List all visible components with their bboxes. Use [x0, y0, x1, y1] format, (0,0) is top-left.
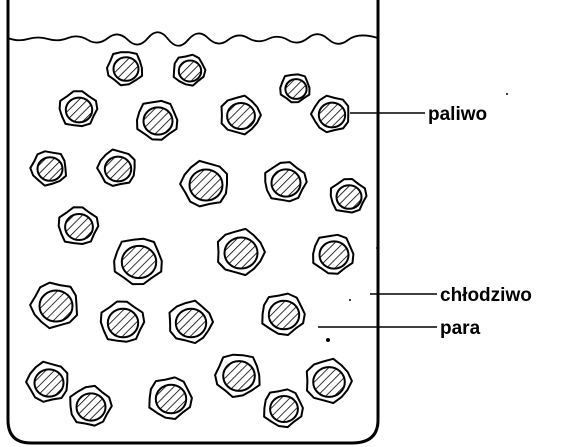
- pellet-core: [65, 214, 93, 240]
- fuel-pellet: [313, 235, 353, 274]
- steam-label: para: [440, 318, 481, 339]
- pellet-core: [114, 57, 139, 81]
- pellet-core: [179, 61, 201, 82]
- fuel-pellet: [59, 207, 99, 244]
- fuel-pellet: [311, 96, 348, 133]
- pellet-core: [337, 185, 362, 209]
- pellet-core: [223, 361, 255, 391]
- coolant-label: chłodziwo: [440, 285, 532, 306]
- coolant-dot: [376, 247, 378, 249]
- pellet-core: [176, 309, 206, 338]
- coolant-dot: [349, 299, 351, 301]
- pellet-core: [156, 385, 186, 414]
- pellet-core: [227, 103, 255, 129]
- coolant-surface: [8, 32, 378, 46]
- fuel-pellet: [30, 151, 66, 185]
- fuel-pellet: [307, 359, 352, 403]
- pellet-core: [190, 170, 223, 201]
- pellet-core: [313, 367, 345, 397]
- fuel-pellet: [280, 74, 309, 102]
- fuel-pellet: [26, 362, 67, 402]
- fuel-pellet: [97, 150, 135, 186]
- pellet-core: [320, 241, 349, 268]
- fuel-pellets: [26, 52, 366, 427]
- pellet-core: [66, 98, 92, 123]
- pellet-core: [144, 107, 173, 134]
- fuel-pellet: [70, 386, 112, 426]
- pellet-core: [285, 79, 306, 99]
- fuel-pellet: [174, 55, 206, 86]
- pellet-core: [272, 169, 301, 196]
- fuel-pellet: [180, 161, 227, 207]
- fuel-pellet: [60, 91, 98, 126]
- fuel-pellet: [331, 179, 367, 213]
- pellet-core: [35, 369, 64, 396]
- fuel-pellet: [149, 377, 192, 419]
- fuel-pellet: [101, 302, 144, 342]
- fuel-pellet: [215, 355, 260, 397]
- fuel-pellet: [218, 229, 265, 275]
- pellet-core: [270, 396, 298, 422]
- fuel-pellet: [114, 239, 162, 284]
- pellet-core: [108, 309, 138, 338]
- coolant-dot: [506, 93, 508, 95]
- fuel-pellet: [222, 96, 261, 135]
- pellet-core: [269, 301, 299, 330]
- coolant-dot: [326, 338, 330, 342]
- fuel-label: paliwo: [428, 104, 487, 125]
- fuel-pellet: [262, 294, 305, 335]
- fuel-pellet: [265, 162, 307, 201]
- fuel-pellet: [30, 283, 77, 329]
- pellet-core: [38, 157, 63, 181]
- pellet-core: [319, 103, 345, 128]
- fuel-pellet: [137, 101, 177, 140]
- pellet-core: [225, 238, 258, 269]
- pellet-core: [77, 393, 106, 420]
- pellet-core: [122, 246, 156, 278]
- pellet-core: [40, 291, 73, 322]
- fuel-pellet: [107, 52, 142, 85]
- fuel-pellet: [170, 301, 214, 343]
- fuel-pellet: [264, 389, 303, 427]
- pellet-core: [105, 157, 131, 182]
